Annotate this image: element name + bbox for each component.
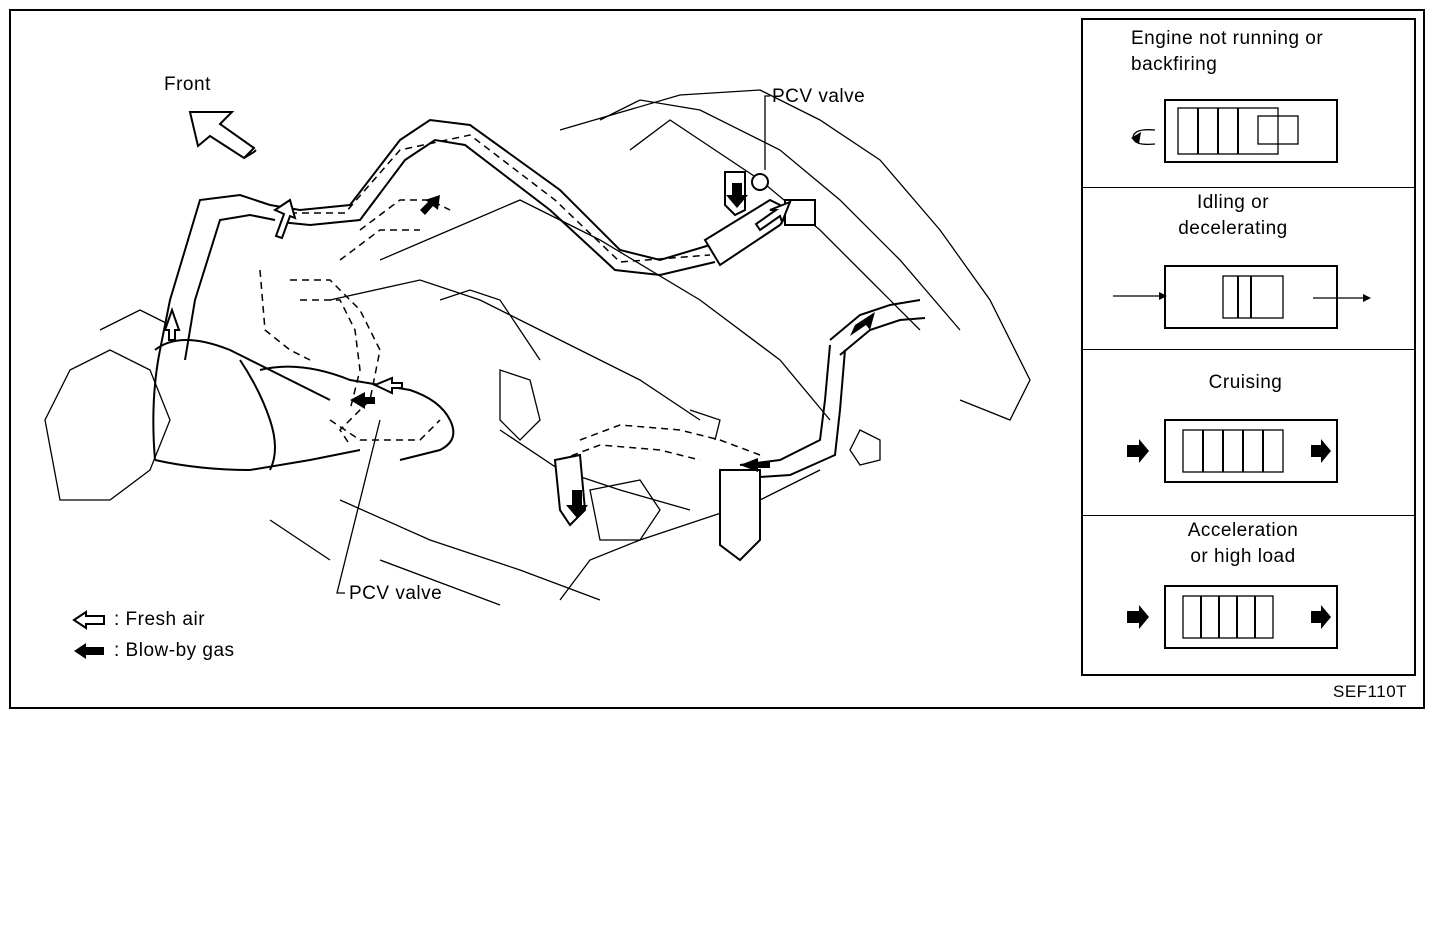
engine-outline xyxy=(44,89,1031,606)
figure-frame xyxy=(9,9,1425,709)
front-arrow-icon xyxy=(188,111,257,160)
state-2-line1: Idling or xyxy=(1196,192,1270,213)
fresh-air-legend-icon xyxy=(72,610,105,630)
state-4-line1: Acceleration xyxy=(1187,520,1299,541)
engine-diagram xyxy=(44,89,1031,659)
state-engine-off: Engine not running or backfiring xyxy=(1083,20,1414,188)
state-3-line1: Cruising xyxy=(1208,372,1283,393)
pcv-leader-bottom xyxy=(336,419,381,594)
state-idling: Idling or decelerating xyxy=(1083,188,1414,350)
valve-acceleration-icon xyxy=(1127,585,1338,649)
fresh-air-arrows xyxy=(163,198,792,395)
state-2-line2: decelerating xyxy=(1178,218,1288,239)
valve-idle-icon xyxy=(1113,265,1371,329)
state-4-line2: or high load xyxy=(1190,546,1296,567)
valve-cruising-icon xyxy=(1127,419,1338,483)
blowby-legend-icon xyxy=(74,643,104,659)
figure-code: SEF110T xyxy=(1333,682,1408,701)
blowby-arrows xyxy=(350,183,875,518)
state-caption-1: Engine not running or backfiring xyxy=(1131,26,1323,78)
lower-hose xyxy=(553,299,926,562)
state-acceleration: Acceleration or high load xyxy=(1083,516,1414,678)
pcv-leader-top xyxy=(764,95,770,170)
pcv-valve-label-bottom: PCV valve xyxy=(349,583,443,604)
legend-blowby-gas: : Blow-by gas xyxy=(114,640,235,661)
pcv-valve-label-top: PCV valve xyxy=(772,86,866,107)
state-caption-3: Cruising xyxy=(1083,370,1408,396)
state-1-line2: backfiring xyxy=(1131,54,1218,75)
legend-fresh-air: : Fresh air xyxy=(114,609,206,630)
valve-closed-icon xyxy=(1131,99,1338,163)
state-caption-2: Idling or decelerating xyxy=(1083,190,1383,242)
state-cruising: Cruising xyxy=(1083,350,1414,516)
front-label: Front xyxy=(164,74,211,95)
air-duct xyxy=(152,193,455,472)
internal-passages xyxy=(259,199,451,446)
state-caption-4: Acceleration or high load xyxy=(1083,518,1403,570)
pcv-states-panel: Engine not running or backfiring Idling … xyxy=(1081,18,1416,676)
state-1-line1: Engine not running or xyxy=(1131,28,1324,49)
